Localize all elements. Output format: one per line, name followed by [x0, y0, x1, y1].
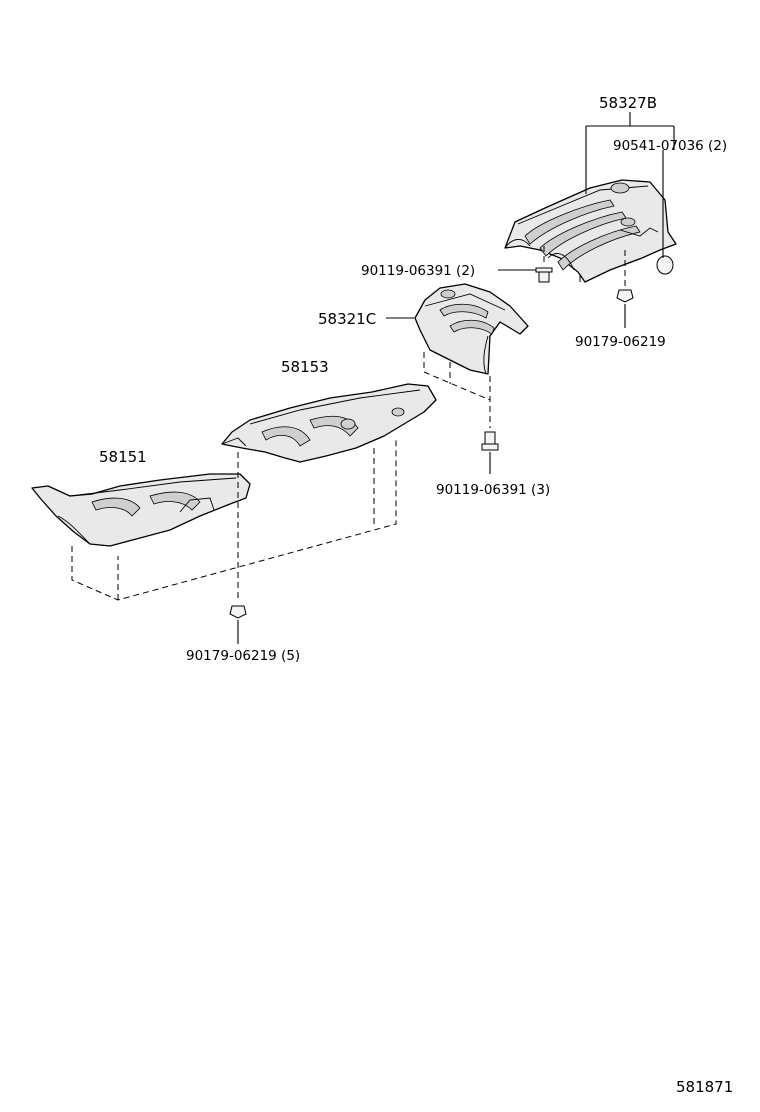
bolt-90119-middle[interactable]	[481, 431, 499, 451]
label-90119-middle: 90119-06391 (3)	[436, 482, 550, 498]
label-90179-right: 90179-06219	[575, 334, 666, 350]
label-58327b: 58327B	[599, 94, 657, 112]
heat-insulator-58327b[interactable]	[504, 179, 677, 283]
bolt-90119-upper[interactable]	[535, 267, 553, 283]
nut-90179-right[interactable]	[616, 289, 634, 303]
heat-insulator-58321c[interactable]	[414, 283, 529, 375]
diagram-id: 581871	[676, 1078, 733, 1096]
label-58151: 58151	[99, 448, 147, 466]
label-90179-lower: 90179-06219 (5)	[186, 648, 300, 664]
heat-insulator-58153[interactable]	[221, 383, 437, 463]
dashed-assembly-lines	[71, 246, 626, 601]
leader-lines	[237, 112, 675, 644]
label-58321c: 58321C	[318, 310, 376, 328]
nut-90179-lower[interactable]	[229, 605, 247, 619]
heat-insulator-58151[interactable]	[31, 473, 251, 547]
label-58153: 58153	[281, 358, 329, 376]
label-90119-upper: 90119-06391 (2)	[361, 263, 475, 279]
label-90541: 90541-07036 (2)	[613, 138, 727, 154]
